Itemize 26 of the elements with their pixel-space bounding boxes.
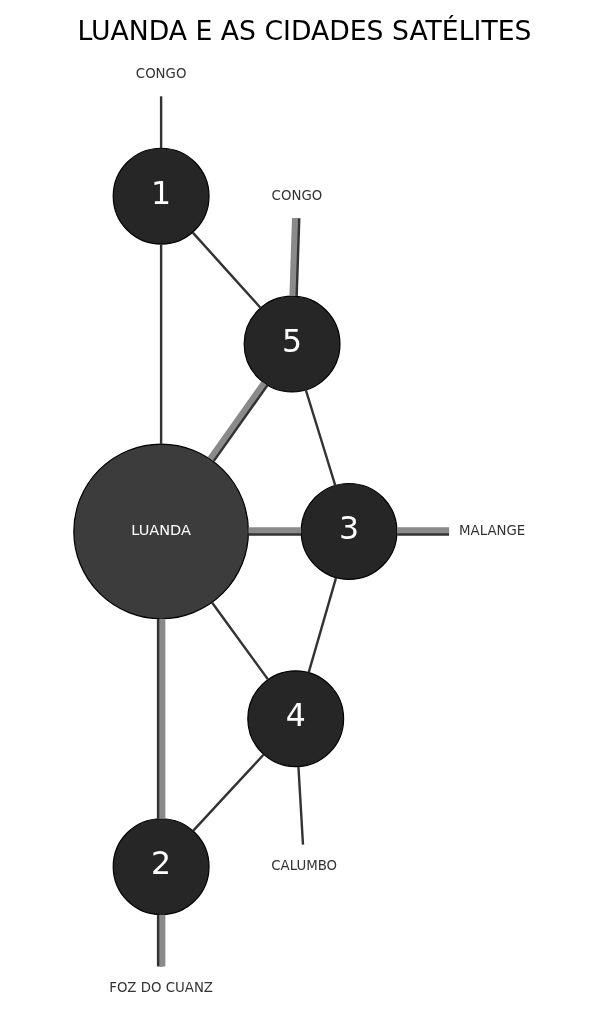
connector bbox=[211, 601, 269, 680]
diagram-title: LUANDA E AS CIDADES SATÉLITES bbox=[77, 14, 532, 46]
node-circle: 5 bbox=[243, 295, 341, 393]
node-circle: 1 bbox=[112, 147, 210, 245]
connector bbox=[207, 381, 269, 462]
node-text: CONGO bbox=[135, 65, 187, 81]
connector bbox=[307, 577, 338, 673]
connector bbox=[159, 244, 163, 444]
node-circle: LUANDA bbox=[73, 443, 250, 620]
node-text: CONGO bbox=[271, 187, 323, 203]
connector bbox=[192, 753, 265, 832]
connector bbox=[297, 766, 305, 845]
connector bbox=[248, 527, 302, 536]
connector bbox=[397, 527, 450, 536]
node-text: MALANGE bbox=[459, 522, 526, 538]
connector bbox=[304, 389, 337, 486]
connector bbox=[289, 218, 301, 297]
connector bbox=[156, 914, 166, 967]
connector bbox=[191, 231, 262, 309]
node-text: FOZ DO CUANZ bbox=[109, 979, 214, 995]
connector bbox=[156, 618, 166, 819]
node-circle: 4 bbox=[247, 670, 345, 768]
node-circle: 3 bbox=[300, 482, 398, 580]
node-text: CALUMBO bbox=[271, 858, 338, 874]
node-circle: 2 bbox=[112, 818, 210, 916]
connector bbox=[159, 96, 163, 149]
